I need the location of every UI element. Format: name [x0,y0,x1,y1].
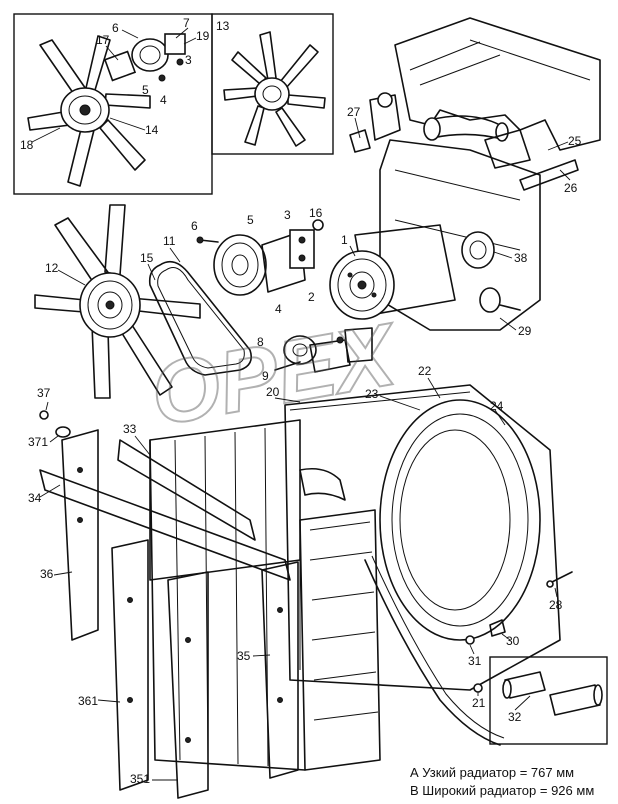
callout-36: 36 [40,567,54,581]
fan-shroud [284,384,561,691]
callout-24: 24 [490,399,504,413]
water-pump-housing [461,231,521,313]
callouts: 6 17 7 19 3 5 4 18 14 13 27 25 26 6 5 3 … [20,16,582,786]
callout-5b: 5 [247,213,254,227]
leader-lines [31,27,571,781]
drive-belt [148,260,253,376]
callout-30: 30 [506,634,520,648]
callout-34: 34 [28,491,42,505]
callout-11: 11 [163,234,176,248]
callout-4: 4 [160,93,167,107]
callout-14: 14 [145,123,159,137]
callout-33: 33 [123,422,137,436]
callout-27: 27 [347,105,361,119]
callout-32: 32 [508,710,522,724]
callout-7: 7 [183,16,190,30]
legend-line-b: В Широкий радиатор = 926 мм [410,783,595,798]
callout-26: 26 [564,181,578,195]
bolts-lower-right [465,571,573,693]
callout-361: 361 [78,694,98,708]
fan-hub-b [254,77,290,111]
callout-6: 6 [112,21,119,35]
inset-fan-assembly-a [13,13,213,195]
callout-17: 17 [96,33,110,47]
lower-hose [364,555,505,746]
belt-tensioner [274,327,373,373]
callout-4b: 4 [275,302,282,316]
inset-fan-assembly-b [211,13,334,155]
main-fan [34,204,201,399]
callout-25: 25 [568,134,582,148]
callout-23: 23 [365,387,379,401]
callout-5: 5 [142,83,149,97]
callout-351: 351 [130,772,150,786]
pulley-stack-small [103,33,186,82]
callout-8: 8 [257,335,264,349]
callout-29: 29 [518,324,532,338]
pulley-assembly [196,219,324,296]
pump-pulley-main [329,224,456,320]
callout-35: 35 [237,649,251,663]
fan-clutch-hub [60,87,110,133]
callout-9: 9 [262,369,269,383]
callout-31: 31 [468,654,482,668]
upper-hose [349,92,579,191]
callout-18: 18 [20,138,34,152]
radiator [117,419,381,771]
callout-16: 16 [309,206,323,220]
callout-19: 19 [196,29,210,43]
bolt-37 [39,410,71,438]
callout-21: 21 [472,696,486,710]
callout-28: 28 [549,598,563,612]
callout-2: 2 [308,290,315,304]
callout-371: 371 [28,435,48,449]
callout-37: 37 [37,386,51,400]
callout-38: 38 [514,251,528,265]
callout-15: 15 [140,251,154,265]
callout-3b: 3 [284,208,291,222]
side-seals [39,429,299,799]
legend-line-a: А Узкий радиатор = 767 мм [410,765,575,780]
callout-13: 13 [216,19,230,33]
callout-22: 22 [418,364,432,378]
callout-12: 12 [45,261,59,275]
callout-3: 3 [185,53,192,67]
callout-20: 20 [266,385,280,399]
callout-6b: 6 [191,219,198,233]
inset-hose-detail [489,656,608,745]
callout-1: 1 [341,233,348,247]
